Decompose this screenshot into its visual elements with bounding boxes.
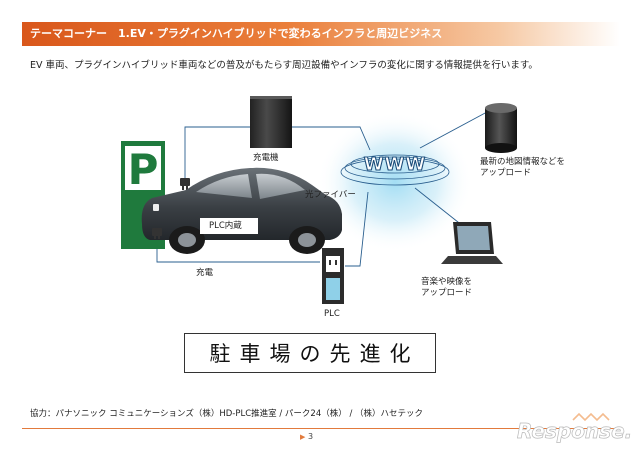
header-bar	[22, 22, 620, 46]
fiber-label: 光ファイバー	[305, 190, 356, 200]
line-charger-to-car	[184, 126, 250, 180]
page-title: テーマコーナー 1.EV・プラグインハイブリッドで変わるインフラと周辺ビジネス	[30, 27, 443, 40]
www-rings	[340, 154, 450, 186]
parking-sign: P	[121, 141, 165, 249]
plc-builtin-label: PLC内蔵	[209, 221, 242, 231]
charge-label: 充電	[196, 268, 214, 278]
line-www-to-server	[419, 111, 488, 149]
map-info-label-line1: 最新の地図情報などを	[480, 157, 566, 167]
media-label-line2: アップロード	[421, 288, 473, 298]
media-label-line1: 音楽や映像を	[421, 277, 473, 287]
watermark-brand: Response.	[517, 419, 632, 443]
car-icon	[141, 167, 342, 254]
charger-tower-icon	[250, 96, 292, 148]
line-charger-to-www	[292, 126, 371, 151]
credit-text: 協力：パナソニック コミュニケーションズ（株）HD-PLC推進室 / パーク24…	[30, 409, 424, 419]
page-number-value: 3	[307, 432, 314, 441]
www-text: WWW	[364, 154, 427, 175]
intro-text: EV 車両、プラグインハイブリッド車両などの普及がもたらす周辺設備やインフラの変…	[30, 60, 538, 71]
page-number: ▶ 3	[300, 432, 313, 441]
banner: 駐車場の先進化	[184, 333, 436, 373]
roof-plug-icon	[180, 178, 190, 190]
response-watermark-logo: Response.	[517, 412, 633, 443]
laptop-icon	[441, 222, 503, 264]
rear-plug-icon	[152, 228, 162, 239]
banner-text: 駐車場の先進化	[209, 342, 420, 366]
parking-sign-letter: P	[128, 145, 159, 194]
plc-label: PLC	[324, 309, 340, 319]
server-icon	[485, 103, 517, 153]
page-arrow-icon: ▶	[300, 433, 306, 441]
line-www-to-plc	[345, 191, 369, 267]
network-glow	[317, 112, 473, 252]
map-info-label-line2: アップロード	[480, 168, 532, 178]
charger-label: 充電機	[253, 153, 279, 163]
footer-line	[22, 428, 620, 429]
plc-device-icon	[322, 248, 344, 304]
